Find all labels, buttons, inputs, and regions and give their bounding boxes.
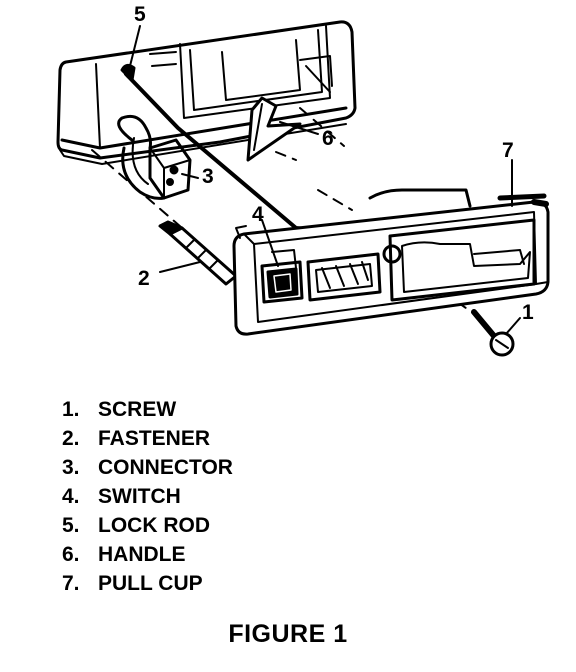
callout-4: 4 <box>252 203 264 226</box>
legend-label: CONNECTOR <box>98 456 233 479</box>
callout-1: 1 <box>522 301 534 324</box>
legend-item: 1. SCREW <box>62 395 233 424</box>
handle <box>246 65 331 162</box>
parts-legend: 1.SCREW 2.FASTENER 3.CONNECTOR 4.SWITCH … <box>62 395 233 598</box>
figure-caption: FIGURE 1 <box>228 620 348 648</box>
legend-number: 2. <box>62 427 80 450</box>
callout-6: 6 <box>322 127 334 150</box>
legend-label: PULL CUP <box>98 572 203 595</box>
callout-2: 2 <box>138 267 150 290</box>
door-panel <box>56 20 357 165</box>
pull-cup <box>232 188 550 336</box>
legend-label: FASTENER <box>98 427 211 450</box>
legend-label: SWITCH <box>98 485 181 508</box>
legend-number: 3. <box>62 456 80 479</box>
screw <box>471 309 515 357</box>
legend-number: 4. <box>62 485 80 508</box>
fastener <box>158 220 238 286</box>
legend-label: LOCK ROD <box>98 514 210 537</box>
switch <box>271 249 297 269</box>
legend-item: 5. LOCK ROD <box>62 511 233 540</box>
legend-number: 1. <box>62 398 80 421</box>
legend-item: 2. FASTENER <box>62 424 233 453</box>
callout-3: 3 <box>202 165 214 188</box>
leader-lines <box>129 25 521 335</box>
legend-label: SCREW <box>98 398 177 421</box>
legend-item: 3. CONNECTOR <box>62 453 233 482</box>
legend-item: 6. HANDLE <box>62 540 233 569</box>
callout-7: 7 <box>502 139 514 162</box>
legend-number: 6. <box>62 543 80 566</box>
door-handle-exploded-view <box>56 20 550 357</box>
legend-number: 7. <box>62 572 80 595</box>
legend-item: 7. PULL CUP <box>62 569 233 598</box>
callout-5: 5 <box>134 3 146 26</box>
legend-item: 4. SWITCH <box>62 482 233 511</box>
legend-label: HANDLE <box>98 543 186 566</box>
legend-number: 5. <box>62 514 80 537</box>
